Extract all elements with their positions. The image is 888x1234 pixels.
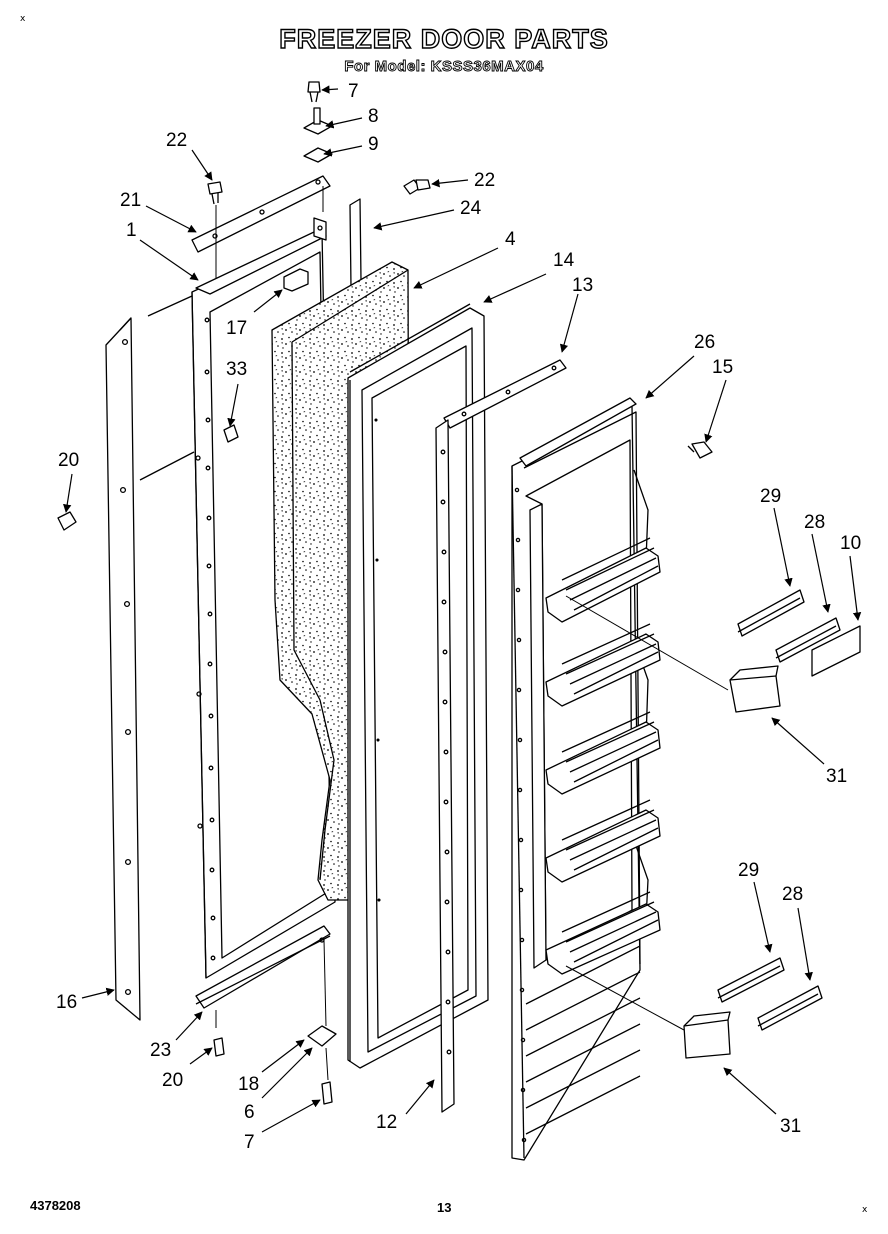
end-cap-31-lower	[683, 1011, 731, 1059]
bottom-hinge-channel	[195, 925, 331, 1028]
callout-21: 21	[120, 190, 141, 211]
shelf-retainer-29-upper	[737, 589, 805, 637]
breaker-strip-side	[435, 419, 455, 1113]
callout-numbers: 7 8 9 22 22 21 24 1 4 14 13 17 26 15 33 …	[56, 81, 861, 1153]
callout-13: 13	[572, 275, 593, 296]
door-gasket	[347, 303, 489, 1069]
hinge-shim-part-9	[303, 147, 333, 163]
callout-7-bottom: 7	[244, 1132, 255, 1153]
callout-9: 9	[368, 134, 379, 155]
callout-7-top: 7	[348, 81, 359, 102]
screw-part-7-bottom	[321, 1081, 333, 1105]
hinge-pin-part-8	[303, 107, 333, 135]
callout-26: 26	[694, 332, 715, 353]
callout-10: 10	[840, 533, 861, 554]
callout-15: 15	[712, 357, 733, 378]
shelf-retainer-28-lower	[757, 985, 823, 1031]
screw-part-22-left	[207, 181, 223, 205]
corner-mark-top-left: x	[20, 14, 26, 24]
bottom-hinge-plate	[307, 1025, 337, 1047]
callout-20-left: 20	[58, 450, 79, 471]
callout-23: 23	[150, 1040, 171, 1061]
shelf-retainer-29-lower	[717, 957, 785, 1003]
end-cap-31-upper	[729, 665, 781, 713]
callout-16: 16	[56, 992, 77, 1013]
callout-24: 24	[460, 198, 482, 219]
model-subtitle: For Model: KSSS36MAX04	[344, 58, 544, 76]
outer-door-panel	[105, 317, 141, 1021]
shelf-3	[545, 711, 661, 795]
document-number: 4378208	[30, 1198, 81, 1213]
top-hinge-bracket	[191, 175, 331, 287]
shelf-retainer-28-upper	[775, 617, 841, 663]
callout-31-lower: 31	[780, 1116, 801, 1137]
shelf-2	[545, 623, 661, 707]
callout-22-left: 22	[166, 130, 187, 151]
callout-33: 33	[226, 359, 247, 380]
label-part-10	[811, 625, 861, 677]
inner-door-liner	[511, 397, 661, 1161]
callout-20-bottom: 20	[162, 1070, 183, 1091]
screw-part-22-right	[403, 179, 431, 195]
callout-29-upper: 29	[760, 486, 781, 507]
corner-mark-bottom-right: x	[862, 1205, 868, 1215]
shelf-5	[545, 891, 661, 975]
callout-18: 18	[238, 1074, 259, 1095]
screw-part-7-top	[307, 81, 321, 103]
callout-14: 14	[553, 250, 575, 271]
callout-8: 8	[368, 106, 379, 127]
callout-22-right: 22	[474, 170, 495, 191]
shelf-1	[545, 537, 661, 623]
callout-31-upper: 31	[826, 766, 847, 787]
callout-29-lower: 29	[738, 860, 759, 881]
page-title: FREEZER DOOR PARTS	[279, 23, 609, 54]
callout-28-lower: 28	[782, 884, 803, 905]
shelf-4	[545, 799, 661, 883]
page-number: 13	[437, 1200, 452, 1215]
callout-12: 12	[376, 1112, 397, 1133]
callout-leaders	[63, 85, 862, 1133]
callout-17: 17	[226, 318, 247, 339]
screw-part-15	[687, 441, 713, 459]
door-clip	[283, 268, 309, 292]
callout-4: 4	[505, 229, 516, 250]
callout-6: 6	[244, 1102, 255, 1123]
callout-28-upper: 28	[804, 512, 825, 533]
screw-part-20-bottom	[213, 1037, 225, 1057]
screw-part-20-left	[57, 511, 77, 531]
callout-1: 1	[126, 220, 137, 241]
